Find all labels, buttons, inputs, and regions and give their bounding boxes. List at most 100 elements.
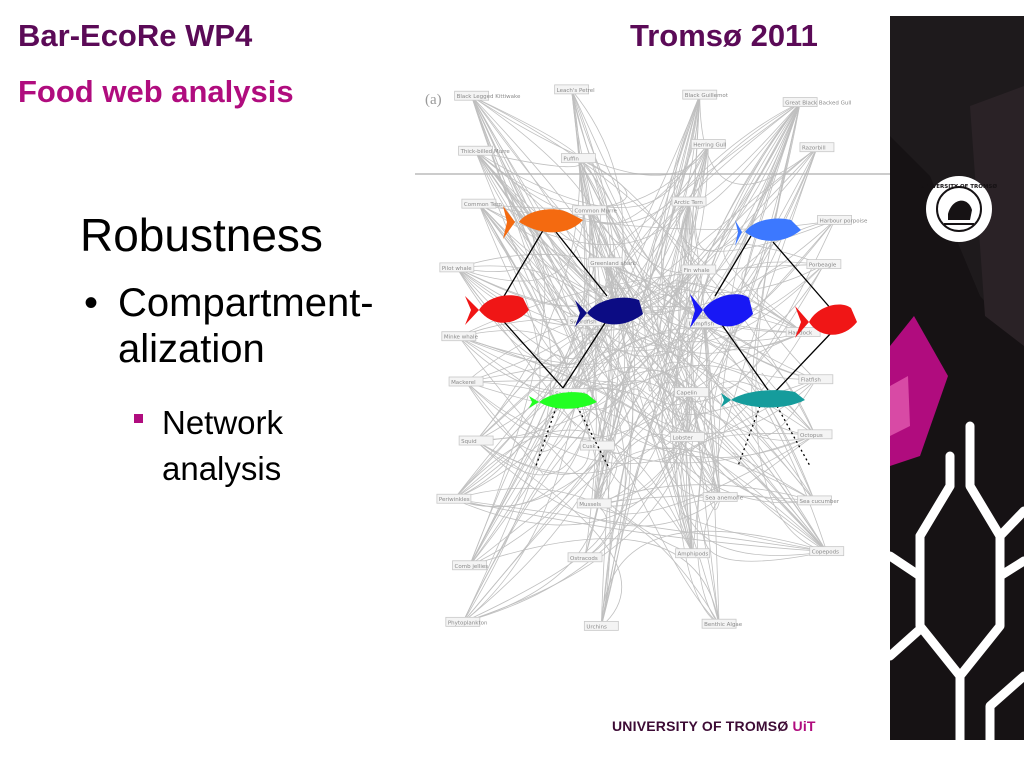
trophic-link	[569, 393, 816, 458]
trophic-link	[732, 452, 815, 502]
species-label: Common Tern	[464, 202, 502, 208]
trophic-link	[471, 96, 688, 450]
species-label: Herring Gull	[693, 143, 726, 149]
trophic-link	[453, 95, 701, 500]
trophic-link	[478, 158, 628, 209]
species-node	[782, 97, 818, 107]
species-label: Puffin	[563, 157, 579, 163]
trophic-link	[466, 381, 827, 552]
species-node	[797, 429, 833, 440]
trophic-link	[453, 262, 615, 500]
species-node	[436, 493, 472, 504]
trophic-link	[469, 538, 720, 625]
species-label: Ostracods	[570, 556, 598, 562]
trophic-link	[680, 497, 827, 553]
trophic-link	[703, 497, 827, 562]
slide-title-project: Bar-EcoRe WP4	[18, 18, 253, 53]
trophic-link	[661, 94, 701, 393]
species-label: Benthic Algae	[704, 622, 743, 628]
species-label: Harbour porpoise	[820, 218, 868, 224]
trophic-link	[684, 102, 801, 271]
trophic-link	[593, 434, 816, 515]
species-node	[445, 616, 481, 627]
trophic-link	[465, 381, 544, 474]
trophic-link	[577, 158, 804, 333]
trophic-link	[471, 96, 545, 313]
species-label: Periwinkles	[439, 497, 470, 503]
species-label: Fin whale	[684, 268, 710, 274]
species-node	[701, 618, 737, 629]
trophic-link	[458, 336, 721, 498]
trophic-link	[462, 158, 592, 623]
trophic-link	[605, 262, 828, 552]
trophic-link	[589, 210, 828, 552]
trophic-link	[456, 267, 576, 426]
trophic-link	[469, 220, 835, 567]
trophic-link	[471, 96, 626, 559]
species-node	[452, 560, 487, 571]
species-node	[809, 546, 845, 557]
trophic-link	[475, 150, 825, 354]
footer-uit-mark: UiT	[792, 718, 816, 734]
trophic-link	[571, 89, 816, 381]
species-node	[817, 214, 852, 225]
species-label: Amphipods	[678, 552, 709, 558]
species-label: Comb jellies	[455, 564, 489, 570]
species-label: Swordfish	[570, 320, 597, 326]
fish-blue-icon	[690, 294, 753, 328]
trophic-link	[478, 203, 700, 302]
trophic-link	[462, 370, 721, 623]
species-node	[572, 205, 607, 216]
trophic-link	[458, 102, 801, 392]
species-label: Squid	[461, 439, 477, 445]
trophic-link	[475, 151, 690, 348]
species-label: Mackerel	[451, 380, 476, 386]
species-node	[458, 435, 494, 446]
trophic-link	[703, 220, 835, 389]
species-label: Porbeagle	[809, 263, 837, 269]
bullet-level2-text: Network analysis	[162, 404, 284, 488]
trophic-link	[475, 150, 816, 381]
trophic-link	[453, 203, 541, 500]
trophic-link	[453, 498, 827, 553]
species-node	[702, 492, 738, 502]
trophic-link	[456, 254, 828, 552]
trophic-link	[687, 412, 828, 552]
trophic-link	[600, 333, 693, 627]
trophic-link	[465, 210, 591, 453]
species-node	[806, 259, 842, 270]
compartment-links	[496, 221, 833, 467]
trophic-link	[469, 94, 701, 566]
species-label: Haddock	[788, 330, 813, 336]
species-node	[675, 548, 710, 559]
bullet-level1-text: Compartment-alization	[118, 281, 374, 371]
trophic-link	[469, 203, 546, 566]
trophic-link	[691, 392, 815, 503]
species-node	[454, 90, 490, 101]
species-label: Phytoplankton	[448, 620, 488, 626]
species-node	[576, 498, 612, 509]
trophic-link	[475, 150, 688, 438]
trophic-link	[462, 89, 586, 623]
trophic-link	[696, 102, 801, 625]
content-heading: Robustness	[80, 209, 323, 261]
trophic-link	[475, 440, 721, 527]
footer-brand: UNIVERSITY OF TROMSØ UiT	[612, 718, 816, 734]
species-label: Arctic Tern	[674, 200, 703, 206]
species-node	[448, 376, 484, 387]
species-label: Great Black Backed Gull	[785, 101, 852, 107]
trophic-link	[469, 201, 690, 566]
trophic-link	[462, 503, 607, 623]
trophic-link	[680, 437, 827, 556]
trophic-link	[453, 429, 693, 554]
trophic-link	[596, 95, 701, 447]
bullet-square-icon	[134, 414, 143, 423]
fish-red-left-icon	[465, 295, 529, 325]
species-node	[798, 374, 834, 385]
trophic-link	[577, 158, 815, 504]
trophic-link	[458, 336, 693, 555]
species-label: Lobster	[672, 435, 693, 441]
species-label: Capelin	[677, 391, 698, 397]
trophic-link	[478, 203, 604, 505]
